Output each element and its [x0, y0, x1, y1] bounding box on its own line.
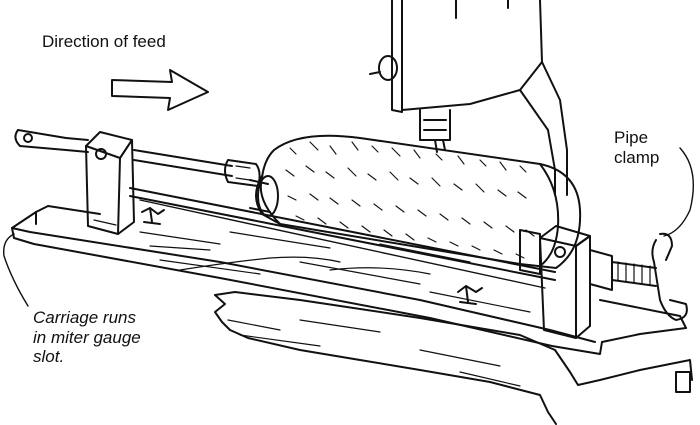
- right-end-block: [519, 225, 591, 339]
- carriage-text-line-2: in miter gauge: [33, 327, 141, 347]
- log: [249, 134, 582, 269]
- carriage-label: Carriage runs in miter gauge slot.: [33, 308, 141, 367]
- left-pipe-handle: [14, 129, 261, 187]
- feed-arrow: [111, 69, 209, 111]
- carriage-leader: [3, 233, 29, 307]
- wing-nut-right: [457, 285, 483, 305]
- carriage-board: [11, 205, 687, 355]
- bandsaw-housing: [369, 0, 568, 196]
- wing-nut-left: [141, 207, 165, 225]
- feed-direction-label: Direction of feed: [42, 32, 166, 52]
- pipe-clamp-label: Pipe clamp: [614, 128, 659, 167]
- carriage-text-line-3: slot.: [33, 347, 65, 367]
- pipe-clamp-text-line-1: Pipe: [614, 128, 649, 147]
- feed-direction-text: Direction of feed: [42, 32, 166, 51]
- left-end-block: [85, 131, 135, 235]
- pipe-clamp: [589, 147, 695, 321]
- pipe-clamp-text-line-2: clamp: [614, 147, 660, 167]
- carriage-text-line-1: Carriage runs: [33, 308, 136, 327]
- base-block: [214, 291, 693, 425]
